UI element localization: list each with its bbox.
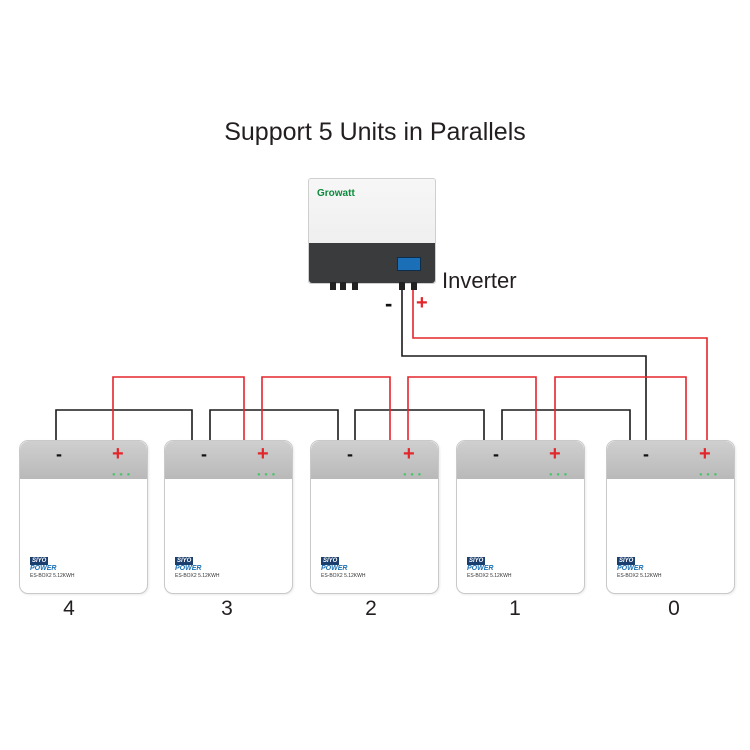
battery-positive-terminal: + <box>699 443 711 465</box>
battery-number-2: 2 <box>365 597 377 620</box>
battery-model: ES-BOX2 5.12KWH <box>30 573 75 579</box>
battery-status-leds: ● ● ● <box>403 472 423 478</box>
positive-link-1-0 <box>554 376 687 442</box>
battery-model: ES-BOX2 5.12KWH <box>467 573 512 579</box>
inverter-negative-wire <box>401 288 647 442</box>
battery-model: ES-BOX2 5.12KWH <box>175 573 220 579</box>
battery-top-panel <box>607 441 734 479</box>
battery-negative-terminal: - <box>493 444 499 464</box>
battery-number-3: 3 <box>221 597 233 620</box>
battery-negative-terminal: - <box>643 444 649 464</box>
inverter-body: Growatt <box>308 178 436 284</box>
negative-link-2-1 <box>354 409 485 442</box>
diagram-title: Support 5 Units in Parallels <box>224 118 526 146</box>
inverter-brand: Growatt <box>317 188 355 199</box>
negative-link-1-0 <box>501 409 631 442</box>
battery-positive-terminal: + <box>549 443 561 465</box>
battery-top-panel <box>457 441 584 479</box>
battery-model: ES-BOX2 5.12KWH <box>321 573 366 579</box>
inverter-connector <box>411 282 417 290</box>
battery-positive-terminal: + <box>257 443 269 465</box>
inverter-connector <box>340 282 346 290</box>
battery-status-leds: ● ● ● <box>549 472 569 478</box>
inverter-connector <box>330 282 336 290</box>
inverter-positive-wire <box>412 288 708 442</box>
battery-model: ES-BOX2 5.12KWH <box>617 573 662 579</box>
inverter-negative-terminal: - <box>385 291 393 316</box>
positive-link-4-3 <box>112 376 245 442</box>
battery-top-panel <box>311 441 438 479</box>
battery-status-leds: ● ● ● <box>257 472 277 478</box>
inverter-positive-terminal: + <box>416 292 428 314</box>
battery-negative-terminal: - <box>201 444 207 464</box>
battery-top-panel <box>20 441 147 479</box>
negative-link-4-3 <box>55 409 193 442</box>
negative-wires <box>55 288 647 442</box>
battery-negative-terminal: - <box>347 444 353 464</box>
positive-link-2-1 <box>407 376 537 442</box>
positive-wires <box>112 288 708 442</box>
positive-link-3-2 <box>261 376 391 442</box>
battery-status-leds: ● ● ● <box>699 472 719 478</box>
inverter-display <box>397 257 421 271</box>
battery-status-leds: ● ● ● <box>112 472 132 478</box>
inverter-label: Inverter <box>442 268 517 293</box>
battery-top-panel <box>165 441 292 479</box>
battery-number-0: 0 <box>668 597 680 620</box>
battery-number-4: 4 <box>63 597 75 620</box>
negative-link-3-2 <box>209 409 339 442</box>
battery-positive-terminal: + <box>112 443 124 465</box>
battery-number-1: 1 <box>509 597 521 620</box>
battery-negative-terminal: - <box>56 444 62 464</box>
inverter-connector <box>352 282 358 290</box>
inverter: Growatt <box>308 178 436 290</box>
inverter-connector <box>399 282 405 290</box>
battery-positive-terminal: + <box>403 443 415 465</box>
